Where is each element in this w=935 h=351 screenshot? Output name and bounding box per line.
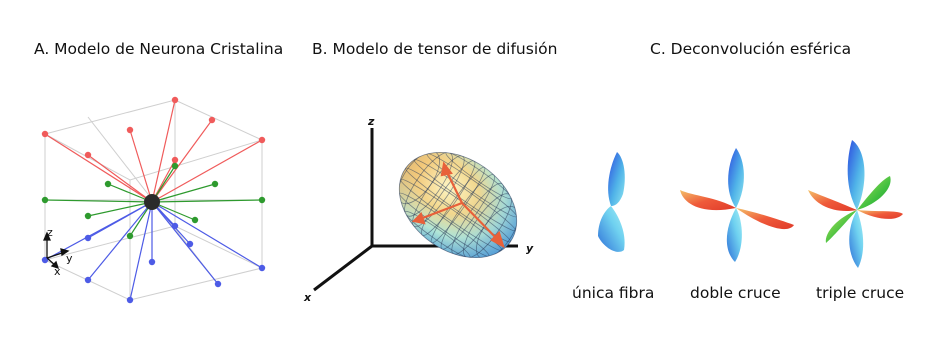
red-ray <box>151 119 213 203</box>
blue-ray-endpoint <box>126 296 134 304</box>
glyph-single-fiber <box>598 152 625 252</box>
panel-a-title: A. Modelo de Neurona Cristalina <box>34 40 284 58</box>
panel-c-title: C. Deconvolución esférica <box>650 40 852 58</box>
green-ray-endpoint <box>84 212 92 220</box>
blue-ray-endpoint <box>84 234 92 242</box>
red-ray <box>151 139 263 203</box>
green-ray <box>151 183 216 203</box>
glyph-double-crossing <box>680 148 794 262</box>
red-ray-endpoint <box>208 116 216 124</box>
axis-label-x: x <box>54 265 61 278</box>
blue-ray <box>151 201 263 269</box>
red-ray-endpoint <box>171 156 179 164</box>
red-ray <box>129 129 153 203</box>
green-ray <box>44 199 153 203</box>
blue-ray <box>87 201 153 281</box>
tensor-axis-y: y <box>526 242 534 255</box>
axis-label-y: y <box>66 252 73 265</box>
blue-ray-endpoint <box>41 256 49 264</box>
green-ray <box>151 199 263 203</box>
blue-ray-endpoint <box>84 276 92 284</box>
caption-double-crossing: doble cruce <box>690 284 781 302</box>
axes-widget <box>43 231 70 270</box>
red-ray <box>44 133 153 203</box>
green-ray-endpoint <box>126 232 134 240</box>
neuron-center <box>144 194 160 210</box>
red-ray-endpoint <box>171 96 179 104</box>
blue-ray <box>151 201 191 245</box>
red-ray <box>87 154 153 203</box>
blue-ray <box>87 201 153 239</box>
blue-ray-endpoint <box>186 240 194 248</box>
caption-single-fiber: única fibra <box>572 284 655 302</box>
green-ray-endpoint <box>258 196 266 204</box>
green-ray-endpoint <box>104 180 112 188</box>
red-ray-endpoint <box>84 151 92 159</box>
green-ray-endpoint <box>171 162 179 170</box>
blue-ray <box>151 201 219 285</box>
red-ray-endpoint <box>126 126 134 134</box>
red-ray <box>151 99 176 203</box>
tensor-axis-z: z <box>367 115 375 128</box>
blue-ray-endpoint <box>258 264 266 272</box>
red-ray-endpoint <box>258 136 266 144</box>
axis-label-z: z <box>47 226 53 239</box>
blue-ray-endpoint <box>148 258 156 266</box>
caption-triple-crossing: triple cruce <box>816 284 905 302</box>
panel-b-title: B. Modelo de tensor de difusión <box>312 40 558 58</box>
glyph-triple-crossing <box>808 140 903 268</box>
blue-ray <box>129 201 153 301</box>
green-ray-endpoint <box>211 180 219 188</box>
green-ray-endpoint <box>41 196 49 204</box>
tensor-axis-x: x <box>303 291 312 304</box>
red-ray-endpoint <box>41 130 49 138</box>
green-ray <box>87 201 153 217</box>
eigenvector-arrows <box>411 161 505 249</box>
green-ray-endpoint <box>191 216 199 224</box>
blue-ray-endpoint <box>214 280 222 288</box>
blue-ray-endpoint <box>171 222 179 230</box>
